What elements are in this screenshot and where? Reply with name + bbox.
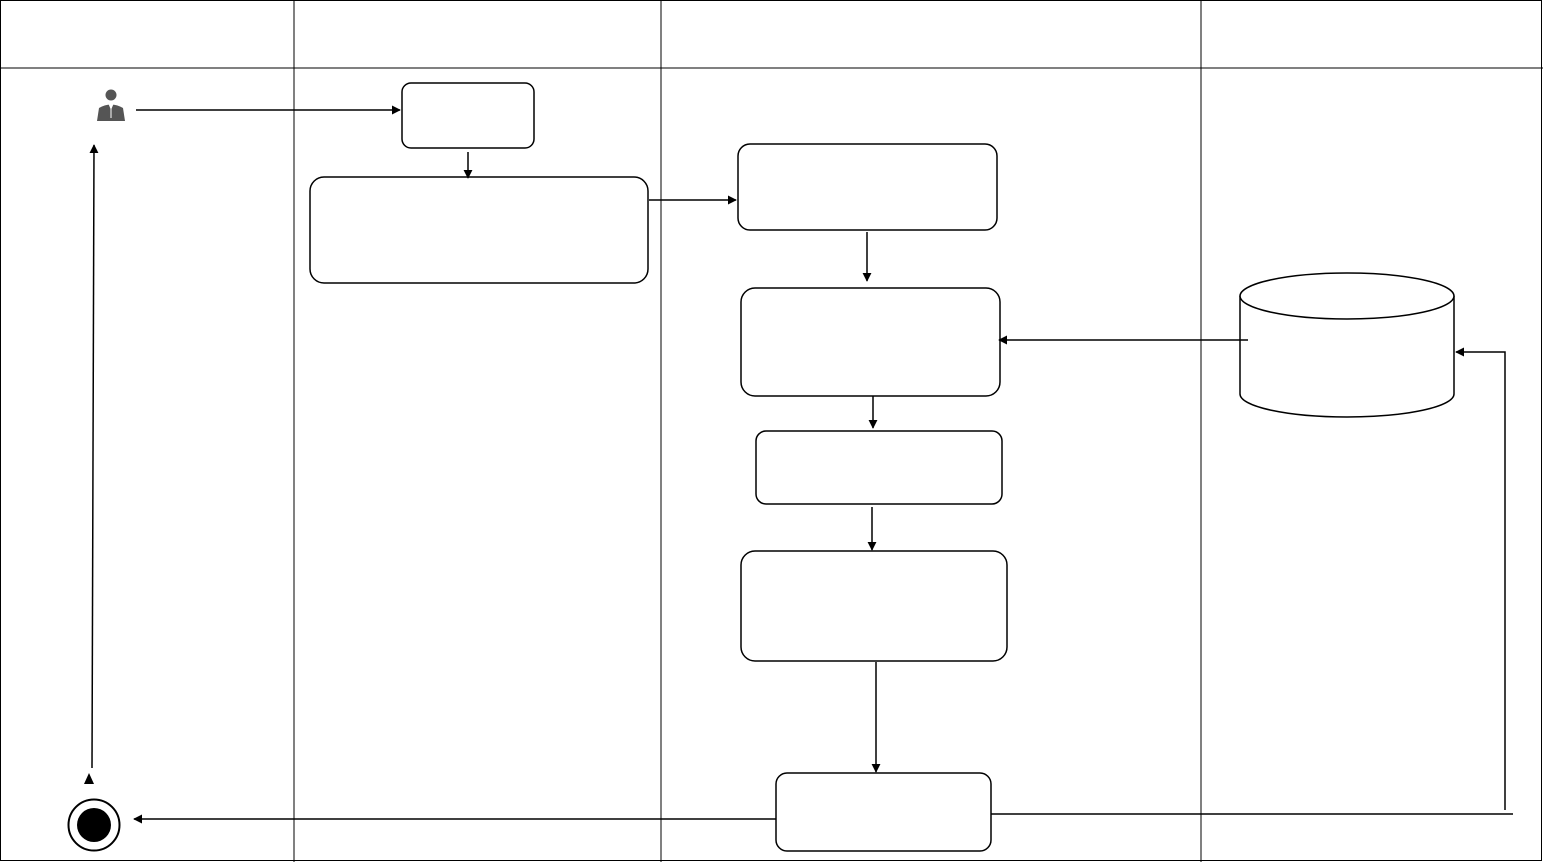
edge-return-to-database	[1455, 347, 1506, 810]
process-action-node-1	[737, 143, 998, 231]
process-action-node-4	[740, 550, 1008, 662]
final-node-arrowhead	[84, 773, 94, 784]
edge-final-to-actor	[89, 144, 99, 769]
process-action-node-2	[740, 287, 1001, 397]
result-action-node	[775, 772, 992, 852]
final-node-icon	[67, 798, 121, 852]
process-action-node-3	[755, 430, 1003, 505]
start-action-node	[401, 82, 535, 149]
input-action-node	[309, 176, 649, 284]
database-cylinder-icon	[1239, 272, 1455, 418]
user-icon	[97, 89, 125, 121]
